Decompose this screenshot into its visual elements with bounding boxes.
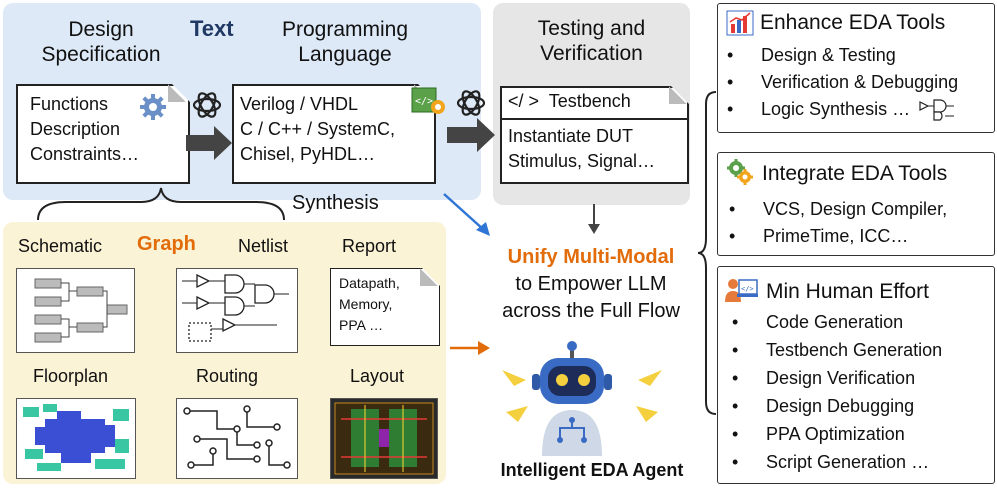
gears-icon xyxy=(727,159,753,185)
graph-title: Graph xyxy=(137,233,196,255)
arrow-right-icon xyxy=(447,118,495,152)
arrow-diagonal-icon xyxy=(443,193,490,236)
gear-icon xyxy=(140,94,166,120)
unify-line2: to Empower LLM xyxy=(515,273,667,295)
floorplan-image xyxy=(16,398,136,479)
report-label: Report xyxy=(342,236,397,256)
svg-text:</>: </> xyxy=(741,285,754,293)
testbench-box: </ > Testbench Instantiate DUT Stimulus,… xyxy=(500,86,689,184)
arrow-down-icon xyxy=(588,204,600,234)
arrow-right-orange-icon xyxy=(450,341,490,355)
synthesis-label: Synthesis xyxy=(292,192,379,214)
routing-label: Routing xyxy=(196,366,259,386)
integrate-item: VCS, Design Compiler, xyxy=(729,199,947,220)
human-effort-title: Min Human Effort xyxy=(766,280,930,303)
netlist-label: Netlist xyxy=(238,236,289,256)
enhance-item: Verification & Debugging xyxy=(727,72,958,93)
agent-label: Intelligent EDA Agent xyxy=(500,460,684,480)
openai-icon xyxy=(456,90,486,116)
report-fold-corner xyxy=(420,268,438,286)
arrow-right-icon xyxy=(186,126,232,160)
layout-image xyxy=(330,398,438,479)
right-brace xyxy=(697,91,717,415)
enhance-title: Enhance EDA Tools xyxy=(760,11,946,34)
robot-icon xyxy=(502,341,662,456)
netlist-image xyxy=(176,268,298,353)
human-item: PPA Optimization xyxy=(732,424,905,445)
human-item: Design Debugging xyxy=(732,396,914,417)
prog-lang-header: Programming Language xyxy=(281,18,409,66)
openai-icon xyxy=(192,92,222,118)
spec-fold-corner xyxy=(168,84,186,102)
text-title: Text xyxy=(190,16,234,41)
logic-gate-icon xyxy=(919,99,954,121)
testbench-fold-corner xyxy=(669,86,687,104)
unify-line3: across the Full Flow xyxy=(502,300,680,322)
schematic-label: Schematic xyxy=(18,236,103,256)
svg-text:</>: </> xyxy=(415,96,433,107)
code-file-icon: </> xyxy=(411,87,445,114)
enhance-item: Logic Synthesis … xyxy=(727,99,910,120)
integrate-item: PrimeTime, ICC… xyxy=(729,226,908,247)
lang-box: Verilog / VHDL C / C++ / SystemC, Chisel… xyxy=(232,84,436,184)
human-item: Script Generation … xyxy=(732,452,929,473)
routing-image xyxy=(176,398,298,479)
floorplan-label: Floorplan xyxy=(33,366,109,386)
enhance-item: Design & Testing xyxy=(727,45,896,66)
bar-chart-icon xyxy=(726,10,754,36)
integrate-title: Integrate EDA Tools xyxy=(762,162,948,185)
synthesis-brace xyxy=(37,187,285,221)
layout-label: Layout xyxy=(350,366,405,386)
design-spec-header: Design Specification xyxy=(41,18,161,66)
testing-header: Testing and Verification xyxy=(537,17,646,65)
developer-icon: </> xyxy=(725,279,758,302)
unify-title: Unify Multi-Modal xyxy=(507,246,675,268)
schematic-image xyxy=(16,268,135,353)
human-item: Code Generation xyxy=(732,312,903,333)
human-item: Design Verification xyxy=(732,368,915,389)
human-item: Testbench Generation xyxy=(732,340,942,361)
